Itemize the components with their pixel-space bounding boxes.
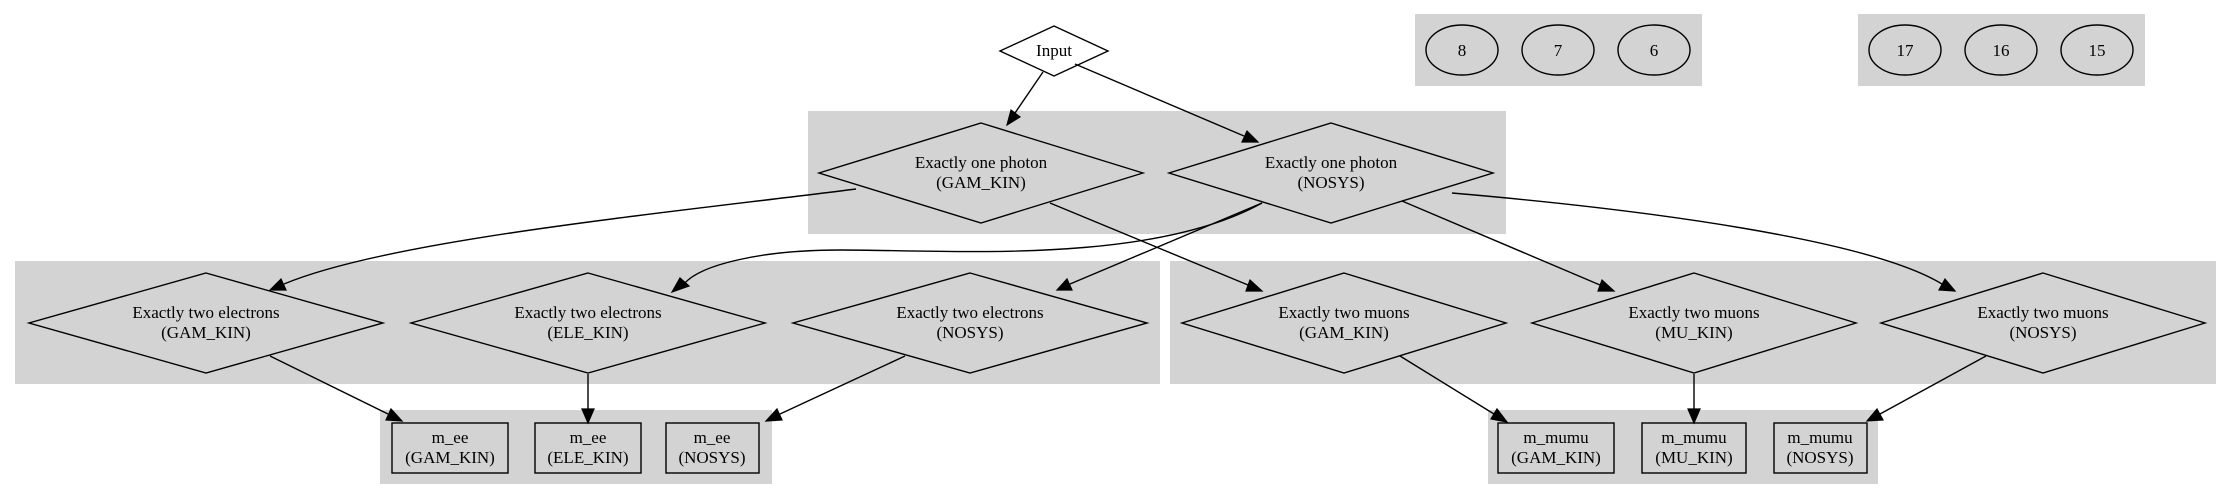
ellipse-node-8 (1425, 24, 1499, 76)
mu-gam-line1: Exactly two muons (1278, 303, 1409, 322)
mmumu-nosys-line1: m_mumu (1787, 428, 1853, 447)
mee-nosys-node (665, 422, 760, 474)
mmumu-gam-line2: (GAM_KIN) (1511, 448, 1601, 467)
arrowhead (1055, 277, 1073, 291)
photon-nosys-line1: Exactly one photon (1265, 153, 1398, 172)
ele-gam-line2: (GAM_KIN) (161, 323, 251, 342)
arrowhead (385, 407, 404, 422)
ellipse-node-15 (2060, 24, 2134, 76)
mu-nosys-line2: (NOSYS) (2009, 323, 2076, 342)
mmumu-mu-node (1641, 422, 1747, 474)
mee-gam-line2: (GAM_KIN) (405, 448, 495, 467)
arrowhead (581, 408, 595, 425)
mee-ele-line2: (ELE_KIN) (547, 448, 628, 467)
ele-ele-line1: Exactly two electrons (514, 303, 661, 322)
ele-ele-node (408, 272, 768, 374)
arrowhead (764, 407, 783, 422)
arrowhead (1687, 408, 1701, 425)
photon-nosys-node (1166, 122, 1496, 224)
ele-nosys-node (790, 272, 1150, 374)
cluster-photon (808, 111, 1506, 234)
arrowhead (1597, 278, 1616, 292)
arrowhead (1006, 108, 1022, 127)
mu-gam-line2: (GAM_KIN) (1299, 323, 1389, 342)
arrowhead (1245, 278, 1264, 292)
edge-photon-gam-ele-gam (283, 188, 857, 285)
arrowhead (268, 277, 287, 291)
ellipse-label-16: 16 (1993, 41, 2010, 60)
edge-ele-nosys-mee-nosys (779, 355, 906, 415)
ele-gam-line1: Exactly two electrons (132, 303, 279, 322)
ellipse-node-6 (1617, 24, 1691, 76)
edge-photon-nosys-mu-nosys (1451, 192, 1943, 285)
mu-mu-node (1529, 272, 1859, 374)
arrowhead (1938, 277, 1957, 292)
ellipse-label-15: 15 (2089, 41, 2106, 60)
mee-gam-line1: m_ee (432, 428, 469, 447)
edge-photon-nosys-ele-ele (683, 202, 1263, 285)
edge-input-photon-gam (1014, 71, 1044, 114)
edge-ele-gam-mee-gam (269, 355, 389, 415)
mmumu-mu-line1: m_mumu (1661, 428, 1727, 447)
ellipse-label-17: 17 (1897, 41, 1915, 60)
input-node (998, 25, 1110, 77)
ellipse-node-17 (1868, 24, 1942, 76)
arrowhead (670, 277, 691, 294)
mmumu-nosys-line2: (NOSYS) (1786, 448, 1853, 467)
ellipse-node-16 (1964, 24, 2038, 76)
cluster-ellipses-b (1858, 14, 2145, 86)
mu-nosys-line1: Exactly two muons (1977, 303, 2108, 322)
ele-nosys-line2: (NOSYS) (936, 323, 1003, 342)
input-label: Input (1036, 41, 1072, 60)
mee-gam-node (391, 422, 509, 474)
ele-ele-line2: (ELE_KIN) (547, 323, 628, 342)
mee-ele-line1: m_ee (570, 428, 607, 447)
ellipse-node-7 (1521, 24, 1595, 76)
mmumu-gam-node (1497, 422, 1615, 474)
arrowhead (1490, 407, 1509, 423)
edge-photon-gam-mu-gam (1049, 202, 1249, 286)
mu-mu-line1: Exactly two muons (1628, 303, 1759, 322)
photon-nosys-line2: (NOSYS) (1297, 173, 1364, 192)
ellipse-label-6: 6 (1650, 41, 1659, 60)
photon-gam-line1: Exactly one photon (915, 153, 1048, 172)
mee-ele-node (534, 422, 642, 474)
arrowhead (1241, 129, 1260, 143)
cluster-electrons (15, 261, 1160, 384)
arrowhead (1865, 407, 1884, 422)
mu-mu-line2: (MU_KIN) (1655, 323, 1732, 342)
mmumu-mu-line2: (MU_KIN) (1655, 448, 1732, 467)
mu-nosys-node (1878, 272, 2208, 374)
ellipse-label-7: 7 (1554, 41, 1563, 60)
cluster-muons (1170, 261, 2216, 384)
ele-gam-node (26, 272, 386, 374)
mmumu-nosys-node (1773, 422, 1868, 474)
mmumu-gam-line1: m_mumu (1523, 428, 1589, 447)
ellipse-label-8: 8 (1458, 41, 1467, 60)
mee-nosys-line1: m_ee (694, 428, 731, 447)
edge-photon-nosys-ele-nosys (1069, 202, 1263, 285)
edge-input-photon-nosys (1074, 63, 1245, 137)
edge-mu-nosys-mmumu-nosys (1879, 355, 1987, 415)
photon-gam-node (816, 122, 1146, 224)
mee-nosys-line2: (NOSYS) (678, 448, 745, 467)
ele-nosys-line1: Exactly two electrons (896, 303, 1043, 322)
photon-gam-line2: (GAM_KIN) (936, 173, 1026, 192)
mu-gam-node (1179, 272, 1509, 374)
edge-photon-nosys-mu-mu (1401, 200, 1601, 286)
cluster-ellipses-a (1415, 14, 1702, 86)
edge-mu-gam-mmumu-gam (1399, 355, 1495, 415)
